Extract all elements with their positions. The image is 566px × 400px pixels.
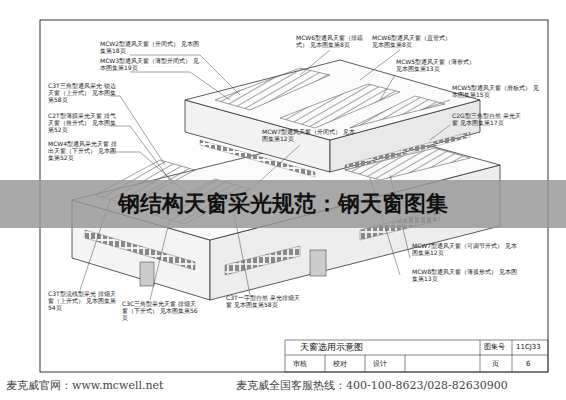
- callout-label: C3T型流线型采光 排烟天窗（上开式） 见本图集第54页: [48, 290, 120, 311]
- callout-label: MCW8型通风天窗（薄弧形式） 见本图集第13页: [412, 268, 522, 282]
- banner-title: 钢结构天窗采光规范：钢天窗图集: [0, 180, 566, 228]
- callout-label: MCW6型通风天窗（直管式） 见本图集第8页: [372, 34, 457, 48]
- title-block-cell: 校对: [333, 360, 363, 368]
- callout-label: C3T三角型通风采光 锁边天窗（上开式） 见本图集第58页: [48, 82, 120, 103]
- footer-text: 麦克威官网：www.mcwell.net: [6, 379, 164, 392]
- callout-label: MCW5型通风天窗（薄形式） 见本图集第13页: [396, 58, 481, 72]
- title-block-cell: 设计: [373, 360, 403, 368]
- title-block-cell: 页: [492, 360, 510, 368]
- callout-label: MCW4型通风采光天窗 排出天窗（下开式） 见本图集第52页: [48, 140, 120, 161]
- title-block-cell: 6: [526, 360, 544, 368]
- callout-label: C2G型三角型自然 采光天窗 见本图集第17页: [452, 112, 524, 126]
- footer-text: 麦克威全国客服热线：400-100-8623/028-82630900: [236, 379, 508, 392]
- title-banner: 钢结构天窗采光规范：钢天窗图集: [0, 180, 566, 228]
- title-block-cell: 图集号: [484, 343, 512, 351]
- callout-label: MCW7型通风天窗（开闭式） 见本图集第12页: [262, 128, 357, 142]
- callout-label: C3T一字型自然 采光排烟天窗 见本图集第58页: [226, 294, 304, 308]
- callout-label: MCW2型通风天窗（开闭式） 见本图集第18页: [100, 40, 200, 54]
- title-block-cell: 审核: [293, 360, 323, 368]
- callout-label: MCW6型通风天窗（排疏式） 见本图集第8页: [296, 34, 374, 48]
- callout-label: MCW3型通风天窗（薄型开闭式） 见本图集第19页: [100, 57, 205, 71]
- title-block-cell: 天窗选用示意图: [300, 342, 470, 352]
- callout-label: MCW5型通风天窗（滑板式） 见本图集第15页: [452, 84, 540, 98]
- callout-label: C3C三角型采光天窗 排烟天窗（下开式） 见本图集第56页: [122, 300, 200, 321]
- callout-label: C2T型薄膜采光天窗 排气天窗（推开式） 见本图集第52页: [48, 112, 120, 133]
- callout-label: MCW7型通风天窗（可调节开式） 见本图集第12页: [412, 242, 522, 256]
- title-block-cell: 11CJ33: [516, 343, 548, 351]
